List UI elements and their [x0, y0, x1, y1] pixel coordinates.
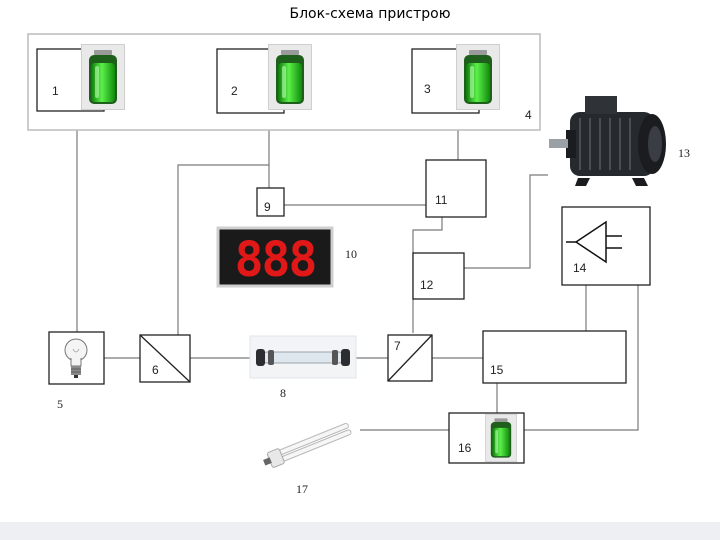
battery-icon [81, 44, 125, 110]
connection-lines [76, 79, 639, 431]
label-15: 15 [490, 363, 504, 377]
label-1: 1 [52, 84, 59, 98]
label-14: 14 [573, 261, 587, 275]
block-6: 6 [139, 334, 191, 383]
label-9: 9 [264, 200, 271, 214]
label-12: 12 [420, 278, 434, 292]
block-9: 9 [256, 187, 285, 217]
label-8: 8 [280, 386, 286, 400]
block-15: 15 [482, 330, 627, 384]
block-1: 1 [36, 44, 125, 112]
battery-icon [456, 44, 500, 110]
label-6: 6 [152, 363, 159, 377]
block-5 [48, 331, 105, 385]
amplifier-icon [566, 220, 622, 264]
footer-bar [0, 522, 720, 540]
block-11: 11 [425, 159, 487, 218]
label-2: 2 [231, 84, 238, 98]
block-7: 7 [387, 334, 433, 382]
battery-icon [268, 44, 312, 110]
label-13: 13 [678, 146, 690, 160]
label-11: 11 [435, 193, 448, 207]
electric-motor-icon [549, 96, 666, 186]
light-bulb-icon [64, 338, 88, 378]
block-2: 2 [216, 44, 312, 114]
label-3: 3 [424, 82, 431, 96]
tube-lamp-icon [249, 335, 357, 379]
label-7: 7 [394, 339, 401, 353]
label-16: 16 [458, 441, 472, 455]
label-17: 17 [296, 482, 308, 496]
page-title: Блок-схема пристрою [289, 6, 451, 22]
block-12: 12 [412, 252, 465, 300]
battery-icon [485, 414, 517, 462]
block-16: 16 [448, 412, 525, 464]
label-4: 4 [525, 108, 532, 122]
block-14: 14 [561, 206, 651, 286]
label-5: 5 [57, 397, 63, 411]
display-digits: 888 [235, 232, 316, 288]
label-10: 10 [345, 247, 357, 261]
cfl-lamp-icon [263, 422, 352, 468]
block-3: 3 [411, 44, 500, 114]
led-display-icon: 888 [216, 226, 334, 288]
